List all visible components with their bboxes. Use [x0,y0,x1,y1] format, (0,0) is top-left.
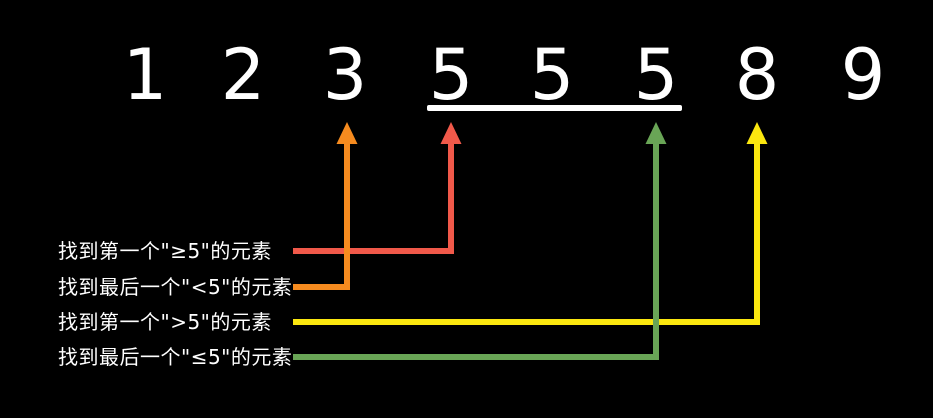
connector-red [293,142,454,254]
label-find-first-gt-5: 找到第一个">5"的元素 [58,310,272,334]
array-element-5: 5 [633,34,679,116]
array-element-2: 3 [322,34,368,116]
arrowhead-red [440,122,462,144]
label-find-last-le-5: 找到最后一个"≤5"的元素 [58,345,293,369]
label-find-last-lt-5: 找到最后一个"<5"的元素 [58,275,293,299]
connector-green [293,142,659,360]
array-element-6: 8 [734,34,780,116]
arrowhead-orange [336,122,358,144]
array-element-1: 2 [220,34,266,116]
connector-orange [293,142,350,290]
arrowhead-yellow [746,122,768,144]
array-element-7: 9 [840,34,886,116]
array-element-3: 5 [428,34,474,116]
connector-yellow [293,142,760,325]
array-element-0: 1 [122,34,168,116]
arrowhead-green [645,122,667,144]
label-find-first-ge-5: 找到第一个"≥5"的元素 [58,239,272,263]
array-element-4: 5 [529,34,575,116]
equal-range-underline [427,105,682,111]
